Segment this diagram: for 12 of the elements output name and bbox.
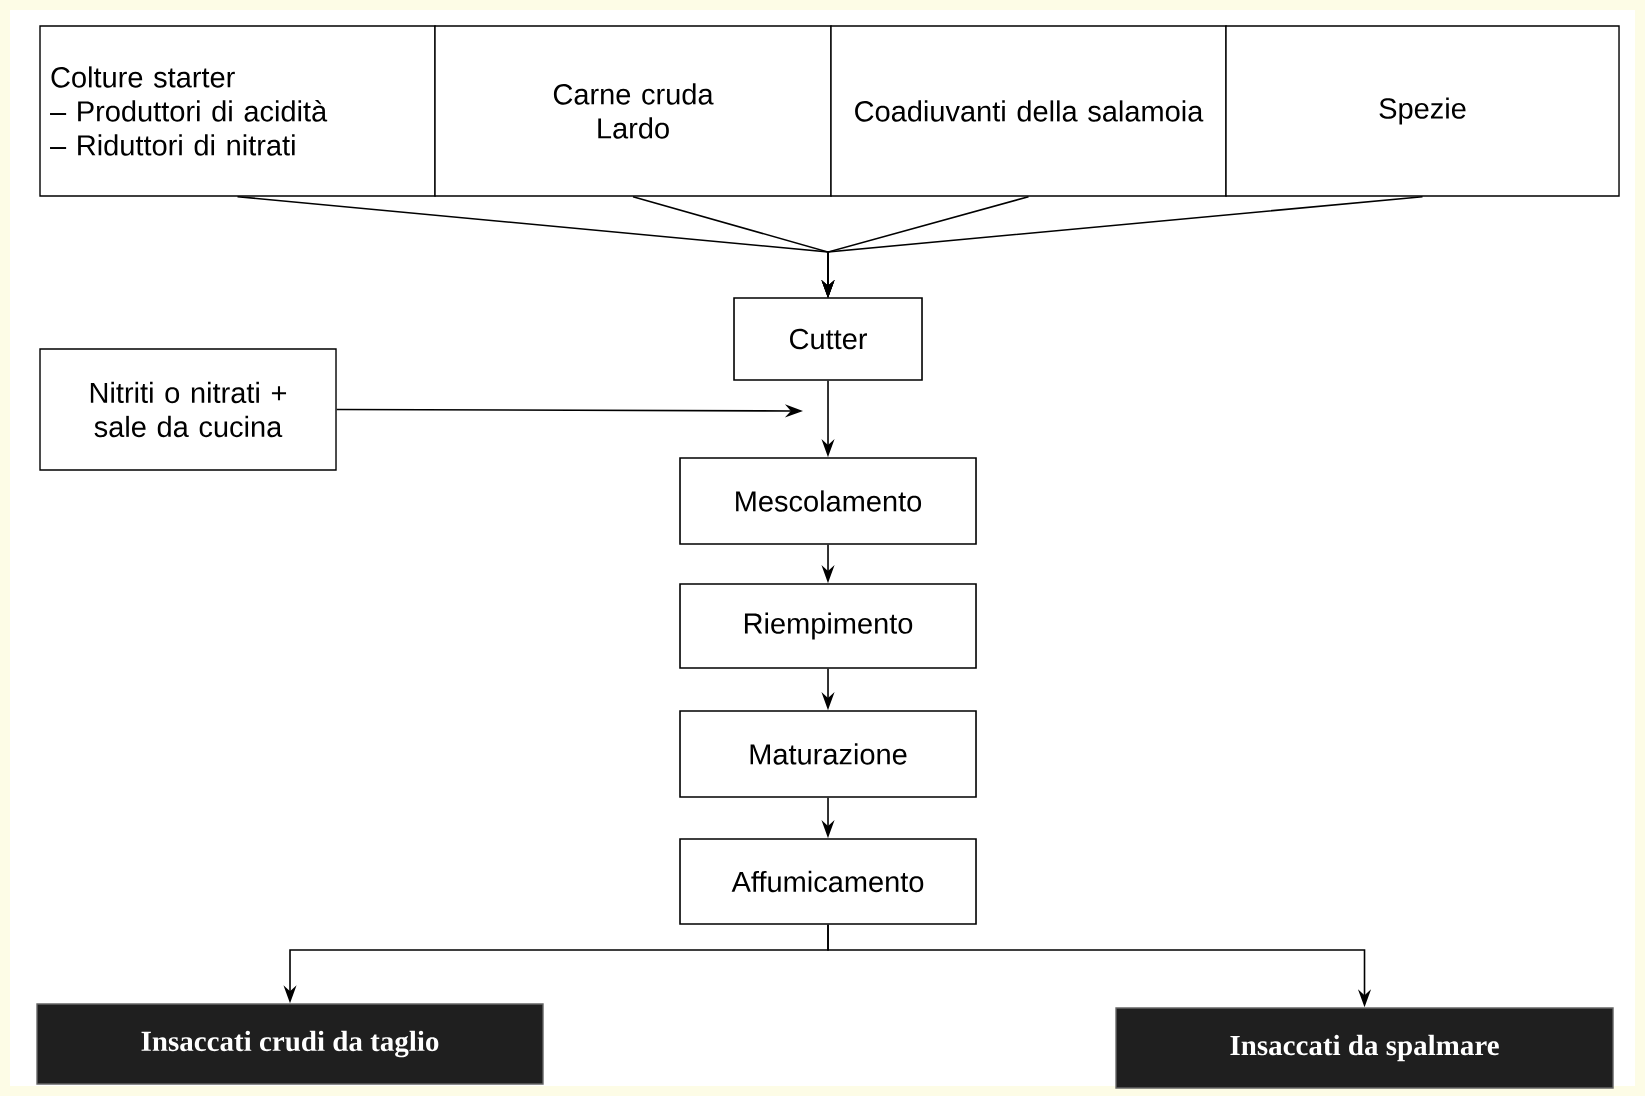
- process-box: Affumicamento: [679, 838, 977, 925]
- input-box: Nitriti o nitrati + sale da cucina: [39, 348, 337, 471]
- ingredient-cell: Spezie: [1225, 25, 1620, 197]
- process-box: Mescolamento: [679, 457, 977, 545]
- ingredient-cell: Carne cruda Lardo: [434, 25, 832, 197]
- process-box: Riempimento: [679, 583, 977, 669]
- process-box: Cutter: [733, 297, 923, 381]
- ingredient-cell: Coadiuvanti della salamoia: [830, 25, 1227, 197]
- product-box: Insaccati crudi da taglio: [36, 1003, 544, 1085]
- process-box: Maturazione: [679, 710, 977, 798]
- product-box: Insaccati da spalmare: [1115, 1007, 1614, 1089]
- ingredient-cell: Colture starter – Produttori di acidità – Riduttori di nitrati: [39, 25, 436, 197]
